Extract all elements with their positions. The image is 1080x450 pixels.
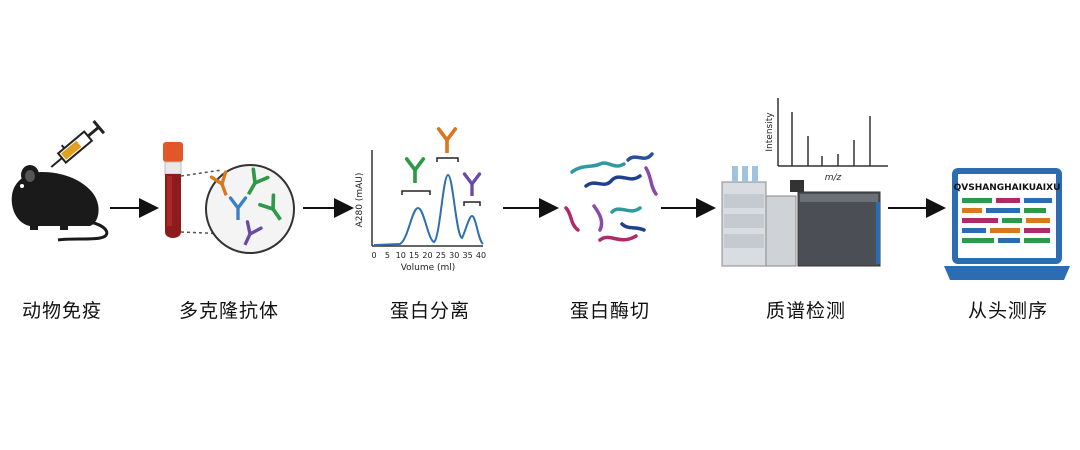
lc-ms-instrument-icon — [721, 166, 881, 267]
blood-tube-icon — [163, 142, 183, 238]
x-tick-label: 5 — [385, 251, 390, 260]
peptide-fragments — [564, 152, 658, 242]
spectrum-chart: Intensity m/z — [765, 98, 888, 183]
step-label-protease-digestion: 蛋白酶切 — [569, 300, 651, 322]
spectrum-x-label: m/z — [825, 173, 842, 183]
antibody-zoom-circle — [205, 164, 295, 254]
sequence-text: QVSHANGHAIKUAIXU — [954, 183, 1061, 193]
laptop-icon: QVSHANGHAIKUAIXU — [944, 168, 1070, 280]
step-label-immunization: 动物免疫 — [21, 300, 103, 322]
step-label-polyclonal-antibody: 多克隆抗体 — [178, 300, 280, 322]
x-tick-label: 0 — [371, 251, 376, 260]
step-label-protein-separation: 蛋白分离 — [389, 300, 471, 322]
x-tick-label: 10 — [396, 251, 406, 260]
chromatogram-x-label: Volume (ml) — [401, 263, 456, 273]
mouse-icon — [11, 165, 109, 242]
step-label-de-novo-sequencing: 从头测序 — [967, 300, 1049, 322]
x-tick-label: 20 — [422, 251, 432, 260]
step-label-mass-spec: 质谱检测 — [765, 300, 847, 322]
chromatogram-trace — [373, 173, 484, 246]
spectrum-y-label: Intensity — [765, 112, 775, 152]
sequence-bars — [962, 198, 1052, 243]
x-tick-label: 35 — [463, 251, 473, 260]
x-tick-label: 40 — [476, 251, 486, 260]
x-tick-label: 15 — [409, 251, 419, 260]
x-tick-label: 25 — [436, 251, 446, 260]
x-tick-label: 30 — [449, 251, 459, 260]
chromatogram-y-label: A280 (mAU) — [355, 173, 365, 228]
syringe-icon — [50, 120, 106, 168]
